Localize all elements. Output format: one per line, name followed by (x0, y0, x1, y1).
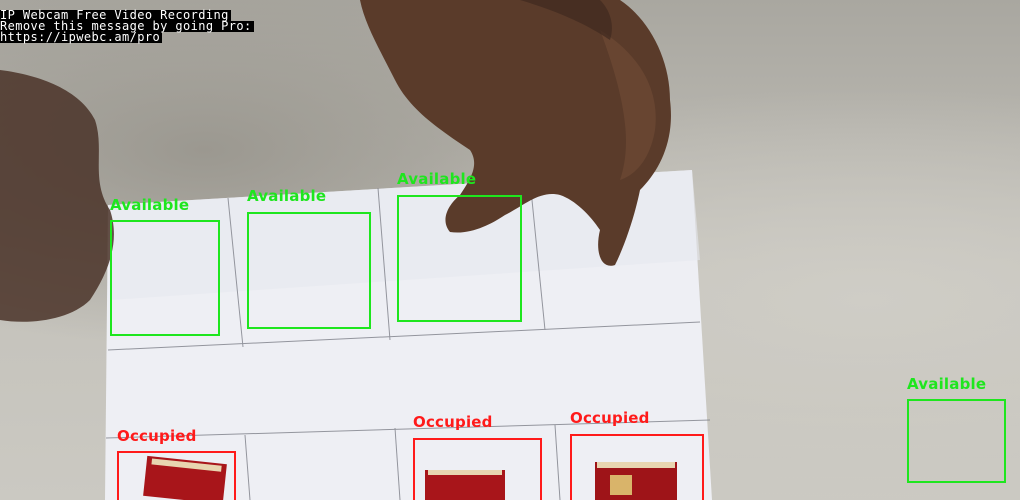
slot-label-3: Available (397, 170, 477, 188)
slot-box-4 (907, 399, 1006, 483)
toy-car-1 (143, 455, 227, 500)
webcam-watermark: IP Webcam Free Video Recording Remove th… (0, 8, 254, 44)
toy-car-3 (595, 462, 677, 500)
slot-box-3 (397, 195, 522, 322)
slot-box-2 (247, 212, 371, 329)
slot-label-5: Occupied (117, 427, 197, 445)
watermark-line-2: Remove this message by going Pro: (0, 19, 254, 33)
watermark-line-1: IP Webcam Free Video Recording (0, 8, 231, 22)
slot-label-6: Occupied (413, 413, 493, 431)
watermark-line-3: https://ipwebc.am/pro (0, 30, 163, 44)
toy-car-2 (425, 470, 505, 500)
slot-label-2: Available (247, 187, 327, 205)
slot-label-4: Available (907, 375, 987, 393)
slot-label-1: Available (110, 196, 190, 214)
slot-box-1 (110, 220, 220, 336)
slot-box-7 (570, 434, 704, 500)
slot-box-6 (413, 438, 542, 500)
slot-box-5 (117, 451, 236, 500)
slot-label-7: Occupied (570, 409, 650, 427)
